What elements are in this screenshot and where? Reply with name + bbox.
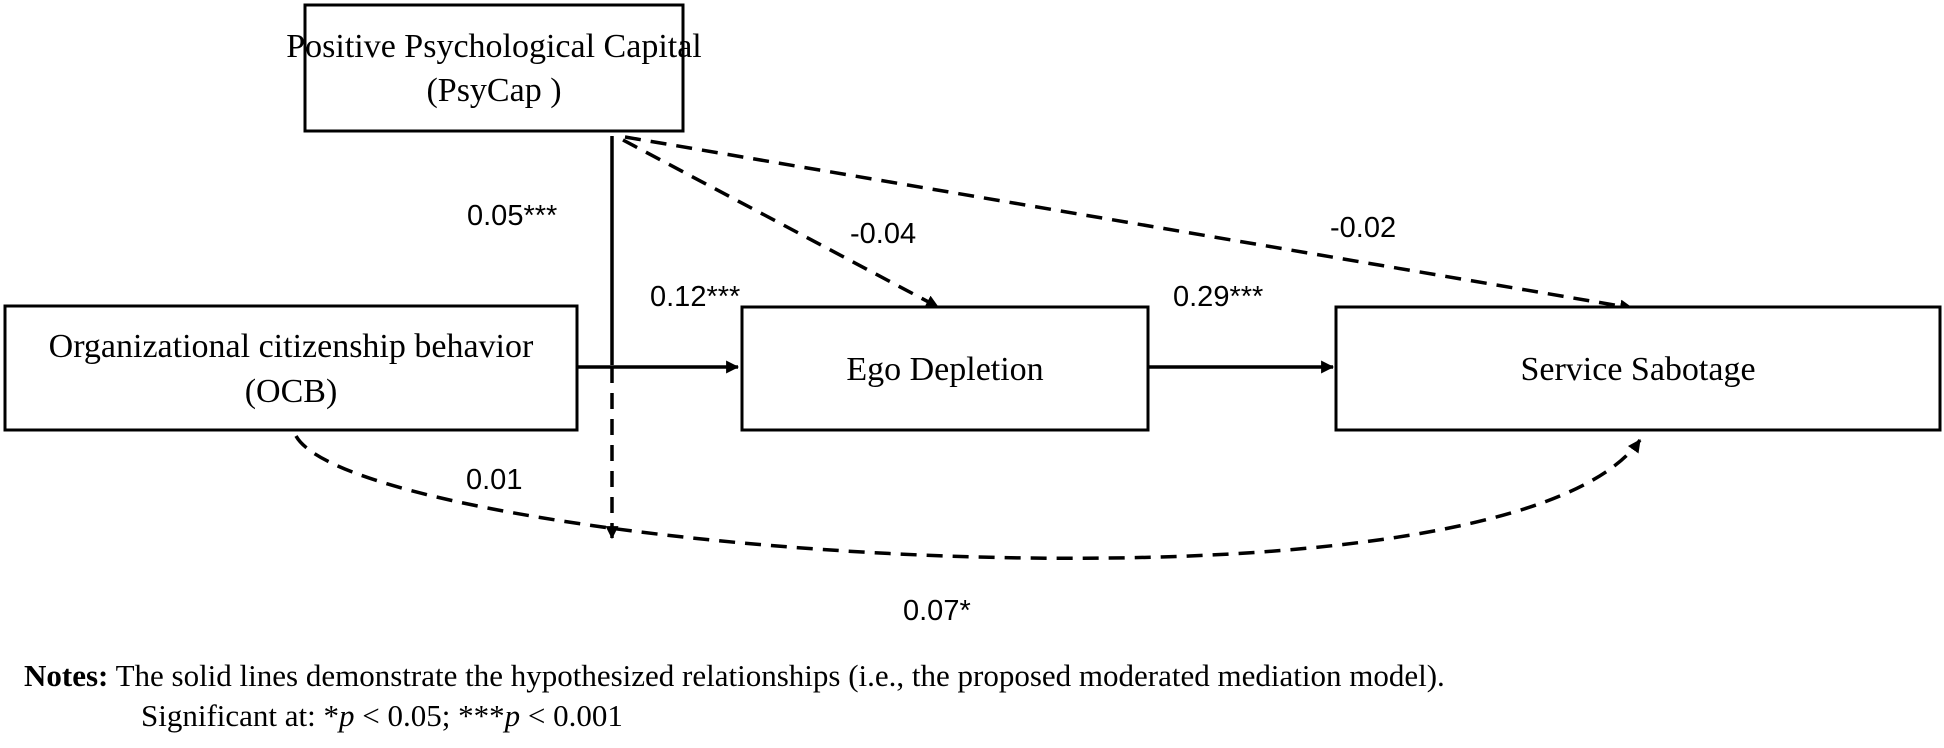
psycap-box (303, 3, 685, 133)
ego-depletion-box (740, 305, 1150, 432)
ocb-label-line2: (OCB) (245, 373, 338, 410)
psycap-label-line1: Positive Psychological Capital (286, 28, 702, 65)
coef-psycap-to-ego: -0.04 (850, 218, 916, 250)
service-sabotage-box (1334, 305, 1942, 432)
notes-line1: Notes: The solid lines demonstrate the h… (24, 656, 1445, 696)
notes-heading: Notes: (24, 658, 109, 693)
notes-significance-prefix: Significant at: * (141, 698, 340, 733)
notes-significance-mid: < 0.05; *** (354, 698, 505, 733)
ocb-to-sabotage-arrow (294, 435, 1642, 561)
coef-psycap-to-sabotage: -0.02 (1330, 212, 1396, 244)
ego-depletion-label: Ego Depletion (846, 351, 1043, 388)
service-sabotage-label: Service Sabotage (1520, 351, 1755, 388)
psycap-to-sabotage-arrow (624, 135, 1634, 313)
notes: Notes: The solid lines demonstrate the h… (24, 656, 1445, 736)
notes-p-symbol-1: p (339, 698, 355, 733)
notes-line2: Significant at: *p < 0.05; ***p < 0.001 (24, 696, 1445, 736)
notes-text-1: The solid lines demonstrate the hypothes… (115, 658, 1445, 693)
psycap-to-ego-arrow (622, 138, 939, 309)
notes-significance-suffix: < 0.001 (520, 698, 623, 733)
ocb-label-line1: Organizational citizenship behavior (49, 328, 534, 365)
coef-ocb-to-ego: 0.12*** (650, 281, 740, 313)
coef-ego-to-sabotage: 0.29*** (1173, 281, 1263, 313)
notes-p-symbol-2: p (504, 698, 521, 733)
psycap-label-line2: (PsyCap ) (426, 72, 561, 109)
ocb-box (3, 304, 579, 432)
coef-psycap-moderation: 0.05*** (467, 200, 557, 232)
coef-ocb-to-sabotage: 0.01 (466, 464, 522, 496)
coef-moderated-indirect: 0.07* (903, 595, 971, 627)
